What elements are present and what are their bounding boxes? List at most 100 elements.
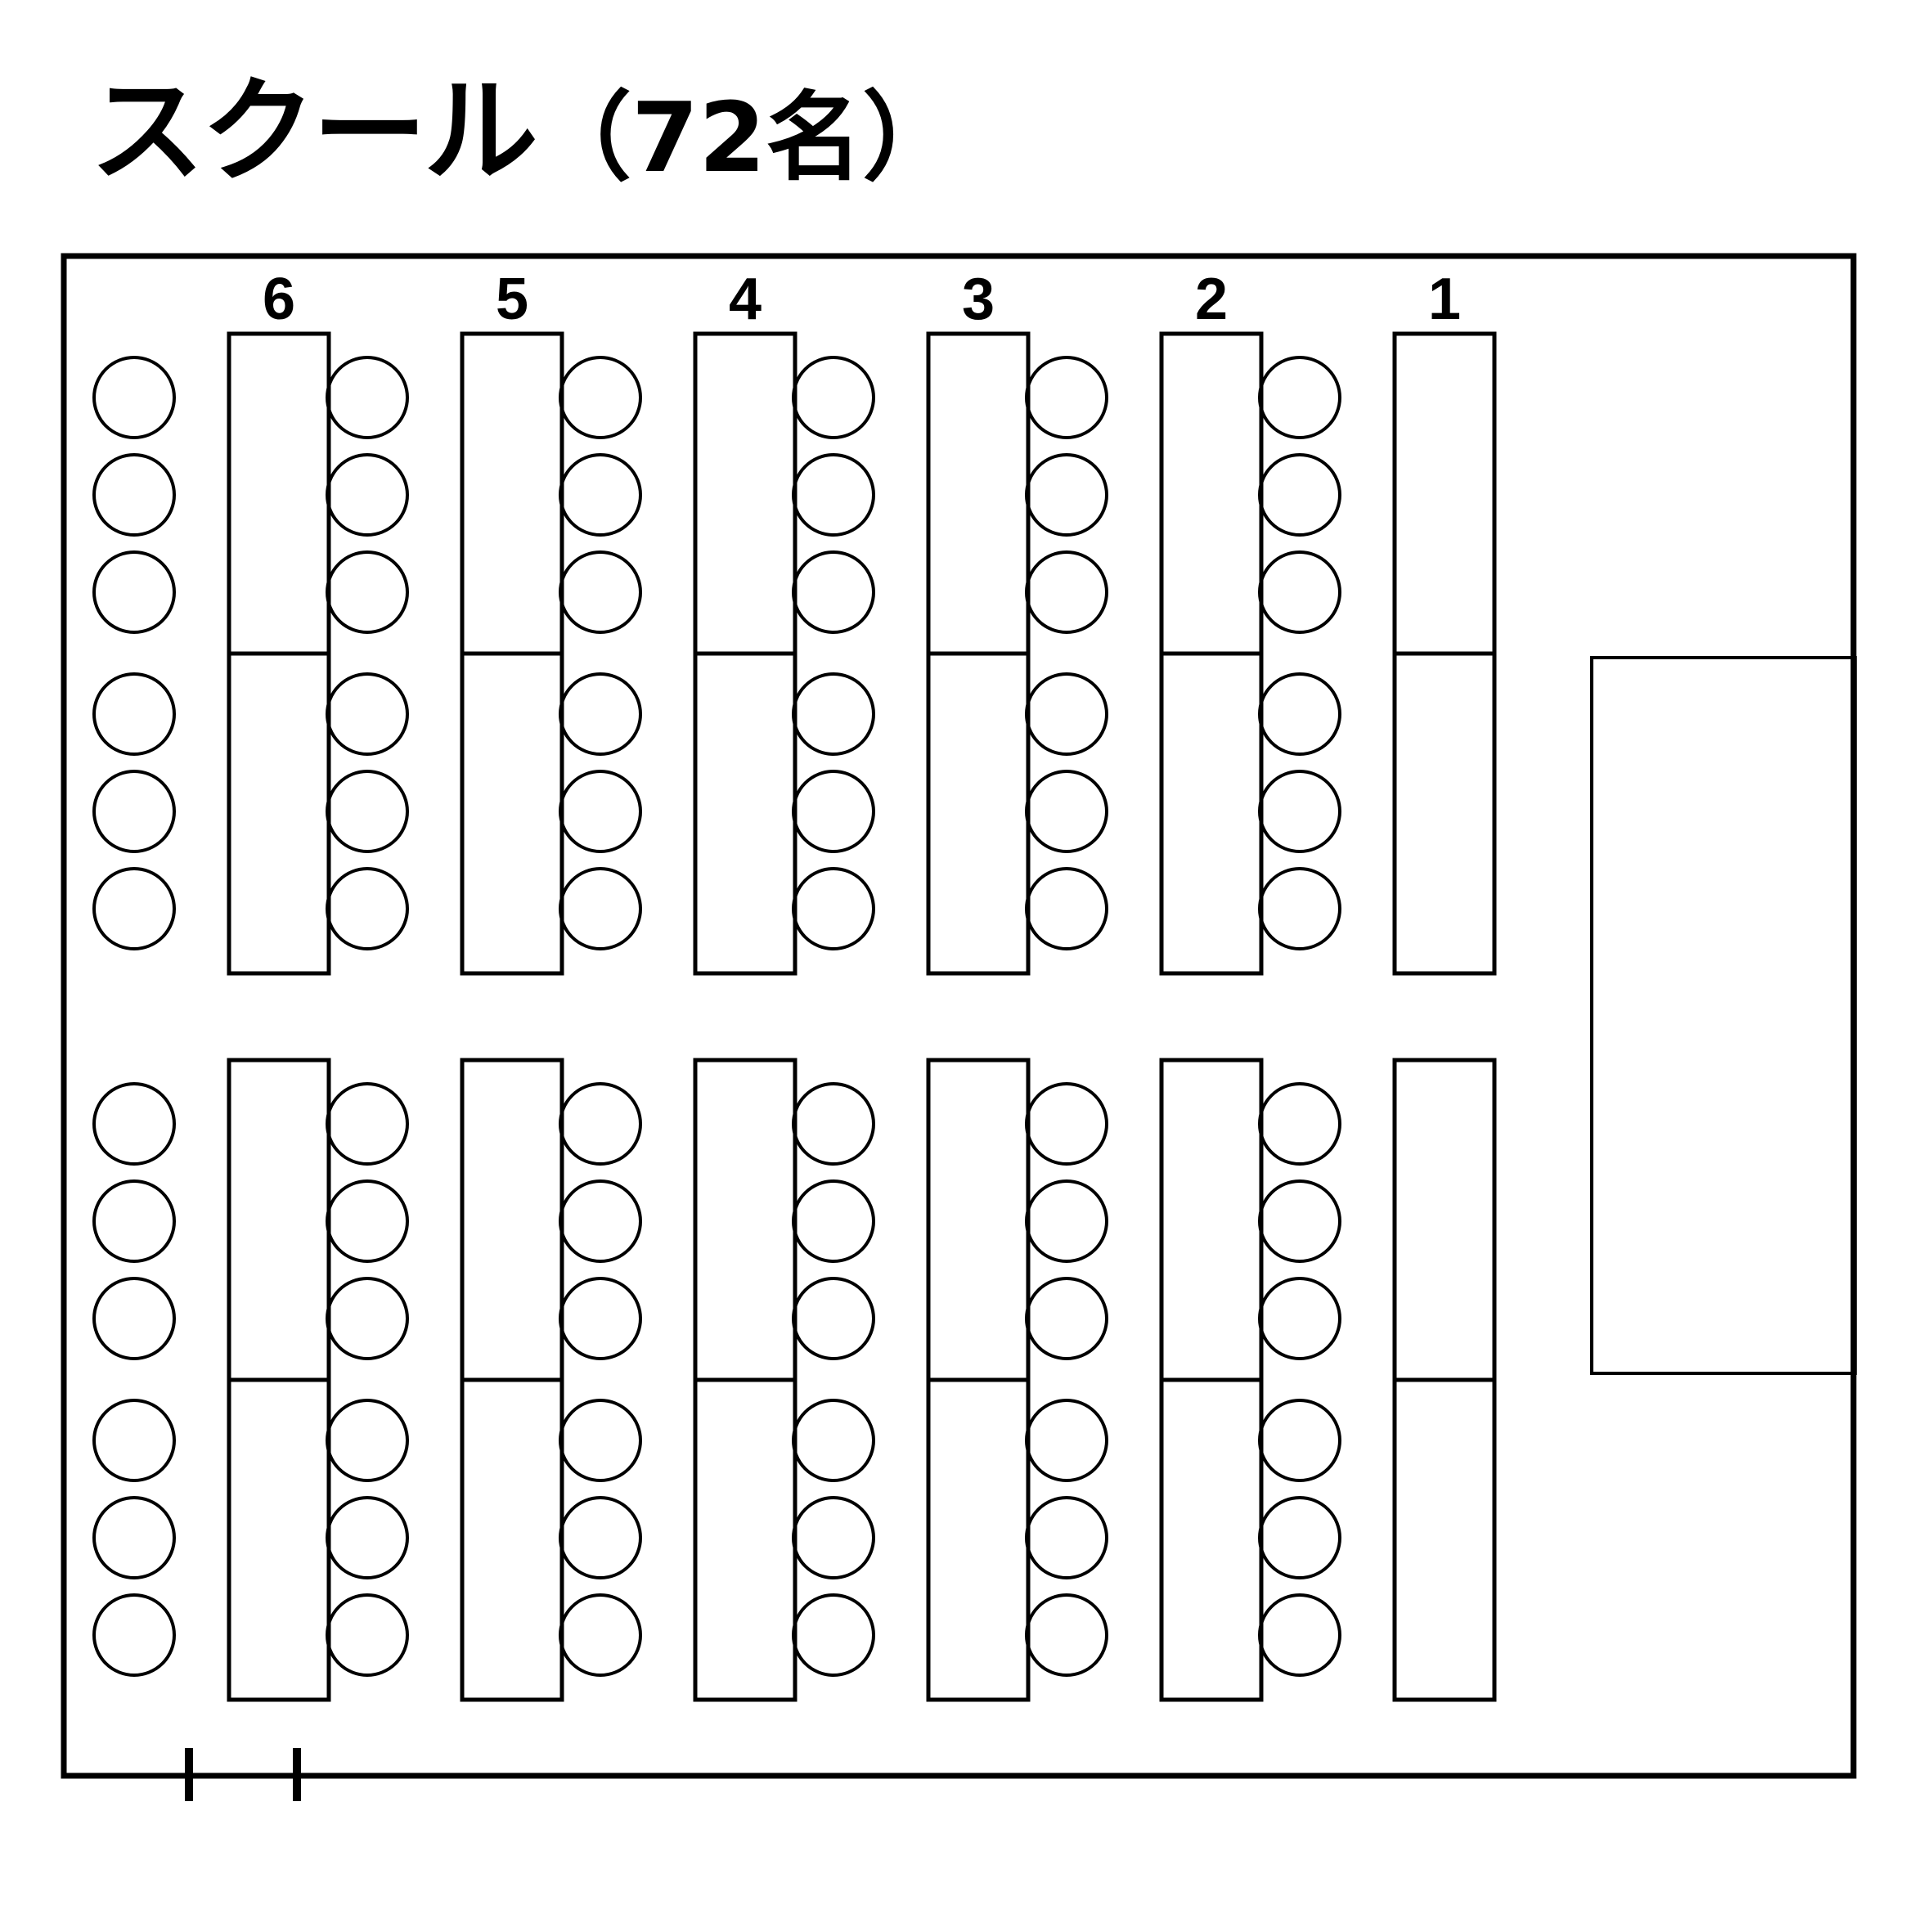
chair-seat (792, 1179, 875, 1263)
chair-seat (92, 867, 176, 950)
table (1392, 1058, 1497, 1382)
table (460, 1377, 564, 1702)
table (926, 331, 1031, 656)
table (1159, 651, 1264, 976)
table (1159, 331, 1264, 656)
table (693, 1377, 798, 1702)
table (460, 651, 564, 976)
chair-seat (1025, 770, 1108, 853)
chair-seat (1258, 672, 1341, 756)
room-outline (61, 253, 1857, 1779)
chair-seat (326, 356, 409, 439)
chair-seat (92, 1179, 176, 1263)
chair-seat (1025, 1399, 1108, 1482)
chair-seat (792, 1082, 875, 1166)
chair-seat (559, 672, 642, 756)
chair-seat (92, 672, 176, 756)
chair-seat (792, 550, 875, 634)
stage-area (1590, 656, 1857, 1375)
chair-seat (1025, 867, 1108, 950)
chair-seat (326, 1277, 409, 1360)
chair-seat (92, 1496, 176, 1579)
chair-seat (1025, 453, 1108, 537)
chair-seat (559, 550, 642, 634)
chair-seat (1025, 356, 1108, 439)
chair-seat (1025, 1593, 1108, 1677)
chair-seat (559, 1593, 642, 1677)
column-label-2: 2 (1195, 267, 1228, 332)
page-title-capacity: （72名） (535, 81, 959, 194)
chair-seat (326, 1593, 409, 1677)
table (693, 651, 798, 976)
chair-seat (792, 770, 875, 853)
chair-seat (559, 356, 642, 439)
chair-seat (1258, 1496, 1341, 1579)
table (227, 331, 331, 656)
chair-seat (1258, 1277, 1341, 1360)
chair-seat (1258, 1399, 1341, 1482)
table (693, 331, 798, 656)
chair-seat (326, 770, 409, 853)
table (693, 1058, 798, 1382)
table (227, 1058, 331, 1382)
chair-seat (1258, 867, 1341, 950)
chair-seat (792, 1593, 875, 1677)
table (227, 651, 331, 976)
chair-seat (92, 1399, 176, 1482)
chair-seat (1025, 550, 1108, 634)
chair-seat (792, 1496, 875, 1579)
chair-seat (1258, 550, 1341, 634)
table (1392, 331, 1497, 656)
chair-seat (559, 770, 642, 853)
chair-seat (559, 1179, 642, 1263)
chair-seat (326, 1496, 409, 1579)
chair-seat (559, 1399, 642, 1482)
chair-seat (1025, 672, 1108, 756)
table (1392, 651, 1497, 976)
chair-seat (326, 1082, 409, 1166)
chair-seat (792, 356, 875, 439)
chair-seat (1258, 453, 1341, 537)
column-label-5: 5 (496, 267, 528, 332)
chair-seat (1258, 770, 1341, 853)
chair-seat (326, 1399, 409, 1482)
table (1159, 1058, 1264, 1382)
chair-seat (92, 453, 176, 537)
table (227, 1377, 331, 1702)
table (926, 1377, 1031, 1702)
chair-seat (559, 1277, 642, 1360)
chair-seat (1258, 1082, 1341, 1166)
chair-seat (1258, 1179, 1341, 1263)
chair-seat (1258, 1593, 1341, 1677)
chair-seat (92, 1082, 176, 1166)
chair-seat (792, 1399, 875, 1482)
column-label-4: 4 (729, 267, 762, 332)
chair-seat (559, 1496, 642, 1579)
chair-seat (1025, 1082, 1108, 1166)
chair-seat (559, 1082, 642, 1166)
chair-seat (326, 672, 409, 756)
table (460, 1058, 564, 1382)
chair-seat (92, 1277, 176, 1360)
chair-seat (792, 672, 875, 756)
chair-seat (92, 550, 176, 634)
chair-seat (1025, 1496, 1108, 1579)
table (1392, 1377, 1497, 1702)
chair-seat (326, 867, 409, 950)
table (926, 1058, 1031, 1382)
chair-seat (792, 867, 875, 950)
chair-seat (1025, 1277, 1108, 1360)
column-label-6: 6 (263, 267, 295, 332)
chair-seat (92, 356, 176, 439)
chair-seat (792, 453, 875, 537)
chair-seat (92, 770, 176, 853)
column-label-3: 3 (962, 267, 995, 332)
chair-seat (326, 453, 409, 537)
page-title: スクール（72名） (90, 75, 959, 190)
chair-seat (792, 1277, 875, 1360)
chair-seat (559, 453, 642, 537)
table (460, 331, 564, 656)
table (1159, 1377, 1264, 1702)
